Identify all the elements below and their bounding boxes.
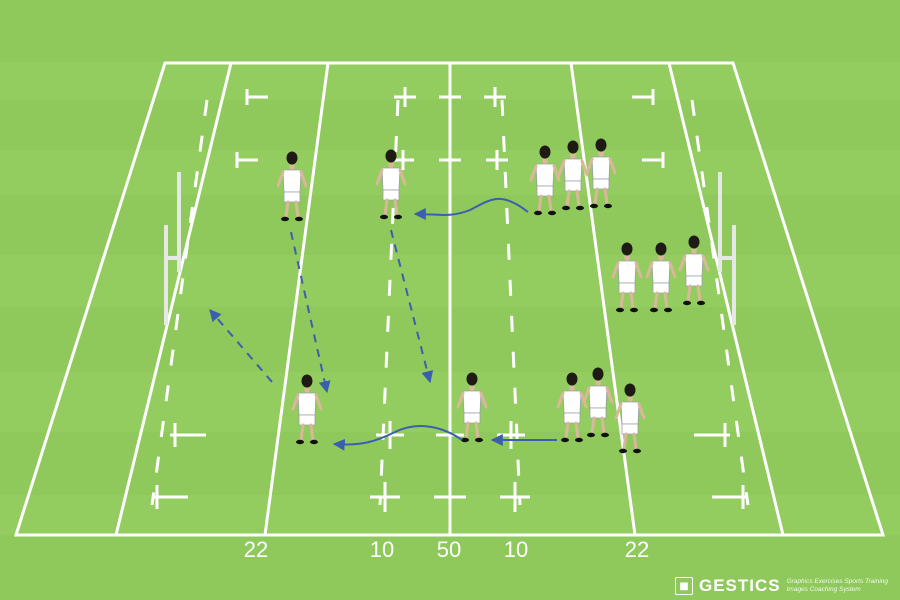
pitch-lines <box>13 61 886 537</box>
left-goal-posts <box>164 172 181 325</box>
gestics-logo-icon: ■ <box>674 577 693 595</box>
field-mark-right-22: 22 <box>624 537 650 562</box>
field-mark-left-22: 22 <box>243 537 269 562</box>
movement-arrows <box>332 197 557 451</box>
brand-tagline-line-2: Images Coaching System <box>786 586 861 593</box>
pass-arrows <box>209 229 434 394</box>
gestics-branding: ■ GESTICS Graphics Exercises Sports Trai… <box>674 576 888 596</box>
brand-name: GESTICS <box>698 576 781 595</box>
field-mark-left-10: 10 <box>369 537 395 562</box>
brand-tagline-line-1: Graphics Exercises Sports Training <box>786 578 888 585</box>
brand-tagline: Graphics Exercises Sports Training Image… <box>787 578 888 594</box>
field-mark-right-10: 10 <box>503 537 529 562</box>
right-goal-posts <box>718 172 736 325</box>
field-mark-halfway-50: 50 <box>436 537 462 562</box>
